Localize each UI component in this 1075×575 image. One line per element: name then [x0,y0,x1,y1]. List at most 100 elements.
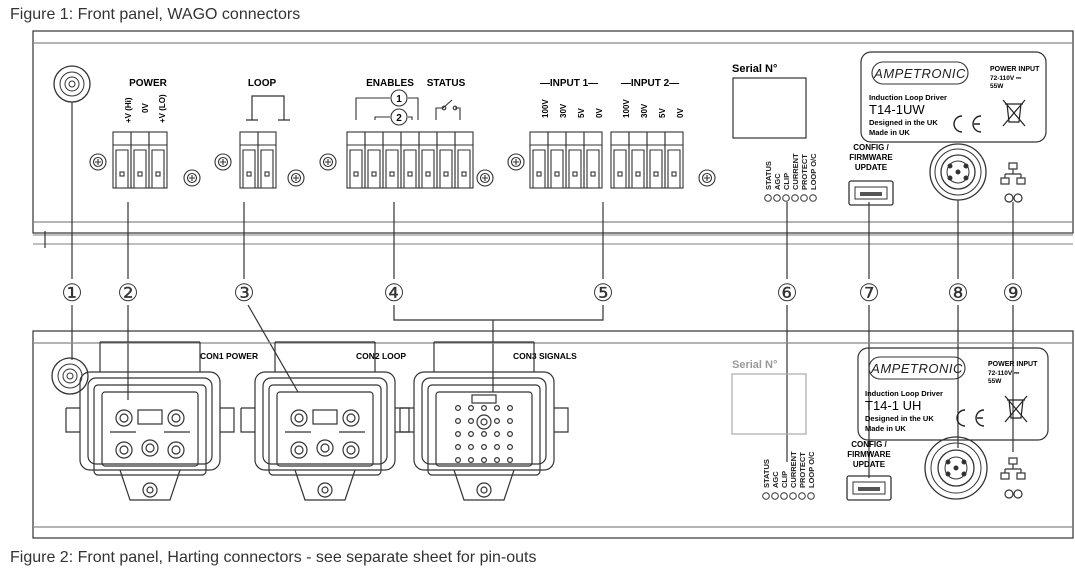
terminal-lever [260,149,274,188]
connector-hood [274,341,376,372]
connector-pin [494,444,501,451]
usb-label: FIRMWARE [847,450,891,459]
connector-insert [435,391,533,467]
connector-face [93,384,207,476]
usb-label: FIRMWARE [849,153,893,162]
status-led [782,194,790,202]
con1-label: CON1 POWER [200,351,258,361]
connector-pin [290,441,308,459]
connector-pin [455,444,462,451]
product-model: T14-1UW [869,102,925,117]
connector-pin [507,431,514,438]
mounting-screw-icon [476,482,492,498]
terminal-slot [583,131,603,189]
callout-8: ⑧ [947,280,969,307]
terminal-lever [667,149,681,188]
mounting-screw-icon [287,169,305,187]
ethercon-connector [929,143,987,201]
usb-label: CONFIG / [851,440,887,449]
terminal-hole [671,171,677,177]
input-pin-label: 0V [595,108,604,118]
mounting-screw-icon [317,482,333,498]
connector-pin [115,441,133,459]
wago-terminal-block [529,131,603,189]
connector-pin [455,431,462,438]
connector-pin [455,405,462,412]
callout-2: ② [117,280,139,307]
status-led [791,194,799,202]
connector-insert [276,391,374,467]
loop-label: LOOP [248,78,277,89]
connector-housing [79,371,221,471]
terminal-slot [454,131,474,189]
connector-pin [455,457,462,464]
terminal-lever [421,149,435,188]
ethercon-connector [924,436,988,500]
connector-pin [494,457,501,464]
terminal-lever [631,149,645,188]
terminal-hole [389,171,395,177]
mounting-screw-icon [142,482,158,498]
serial-number-box [732,77,807,139]
serial-label: Serial N° [732,63,777,75]
terminal-hole [137,171,143,177]
connector-pin [494,405,501,412]
usb-label: CONFIG / [853,143,889,152]
connector-face [427,384,541,476]
harting-connector [65,341,235,501]
connector-pin [507,405,514,412]
connector-pin [494,418,501,425]
product-type: Induction Loop Driver [865,389,943,398]
connector-pin [316,439,334,457]
status-led-label: AGC [771,471,780,488]
con2-label: CON2 LOOP [356,351,406,361]
product-label-plate: AMPETRONIC POWER INPUT 72-110V ⎓ 55W Ind… [860,51,1047,143]
wago-terminal-blocks [112,131,684,189]
callout-5: ⑤ [592,280,614,307]
connector-pin [468,405,475,412]
power-pin-labels: +V (Hi) 0V +V (LO) [124,94,167,123]
connector-pin [507,457,514,464]
power-pin-label: +V (Hi) [124,97,133,123]
product-designed: Designed in the UK [869,118,938,127]
terminal-lever [367,149,381,188]
connector-pin [167,441,185,459]
input2-label: —INPUT 2— [621,78,679,89]
input1-label: —INPUT 1— [540,78,598,89]
connector-pin [481,405,488,412]
power-input-watts: 55W [988,378,1002,385]
con3-label: CON3 SIGNALS [513,351,577,361]
power-input-watts: 55W [990,83,1004,90]
connector-key [312,409,338,425]
crossed-bin-icon [1004,395,1028,423]
connector-key [471,394,497,404]
terminal-lever [439,149,453,188]
enable-marker [390,89,408,107]
terminal-lever [385,149,399,188]
terminal-lever [133,149,147,188]
terminal-lever [349,149,363,188]
status-led [764,194,772,202]
terminal-hole [572,171,578,177]
input-pin-label: 30V [559,103,568,118]
ce-mark-icon [953,115,982,133]
status-switch-symbol [435,99,461,120]
panel-1-outline [32,30,1074,248]
input-pin-label: 100V [622,99,631,118]
status-led [771,492,779,500]
terminal-slot [148,131,168,189]
mounting-screw-icon [507,153,525,171]
connector-center-pin [476,414,492,430]
connector-pin [468,457,475,464]
crossed-bin-icon [1002,99,1026,127]
figure-1-caption: Figure 1: Front panel, WAGO connectors [10,6,301,23]
input-pin-label: 0V [676,108,685,118]
input-pin-label: 30V [640,103,649,118]
connector-pin [141,439,159,457]
callout-6: ⑥ [776,280,798,307]
connector-pin [290,409,308,427]
terminal-hole [443,171,449,177]
connector-mount [294,469,356,501]
usb-label: UPDATE [853,460,886,469]
